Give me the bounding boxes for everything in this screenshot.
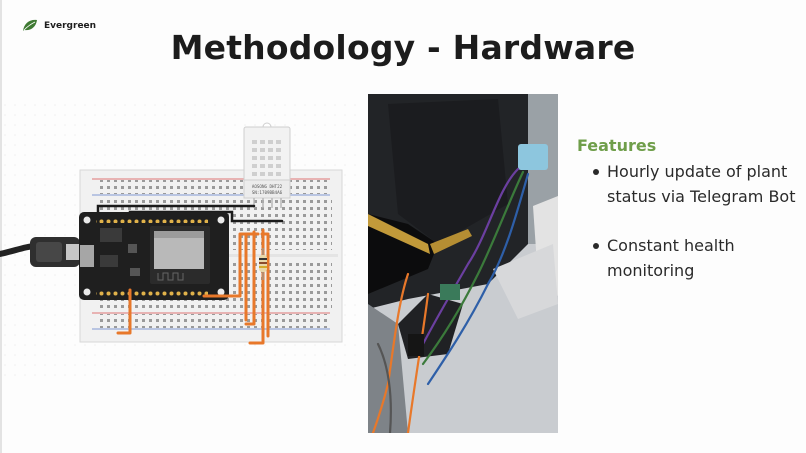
sensor-label-line1: AOSONG DHT22 (252, 184, 283, 189)
nodemcu-board (79, 212, 229, 300)
features-heading: Features (577, 136, 657, 155)
feature-text: Hourly update of plant status via Telegr… (607, 162, 796, 206)
dht22-sensor: AOSONG DHT22 SN:1709BB4A6 (243, 122, 291, 208)
list-item: Constant health monitoring (577, 233, 802, 283)
list-item: Hourly update of plant status via Telegr… (577, 159, 802, 209)
hardware-photo-svg (368, 94, 558, 433)
bullet-icon (593, 169, 599, 175)
wiring-diagram: AOSONG DHT22 SN:1709BB4A6 (0, 100, 360, 380)
features-section: Features Hourly update of plant status v… (577, 136, 802, 283)
leaf-icon (23, 19, 37, 31)
hardware-photo (368, 94, 558, 433)
brand-logo: Evergreen (22, 19, 96, 32)
bullet-icon (593, 243, 599, 249)
feature-list: Hourly update of plant status via Telegr… (577, 159, 802, 283)
sensor-label-line2: SN:1709BB4A6 (252, 190, 283, 195)
slide-title: Methodology - Hardware (170, 28, 636, 67)
brand-name: Evergreen (44, 20, 97, 31)
resistor (259, 248, 267, 280)
feature-text: Constant health monitoring (607, 236, 735, 280)
wiring-diagram-svg: AOSONG DHT22 SN:1709BB4A6 (0, 100, 360, 380)
